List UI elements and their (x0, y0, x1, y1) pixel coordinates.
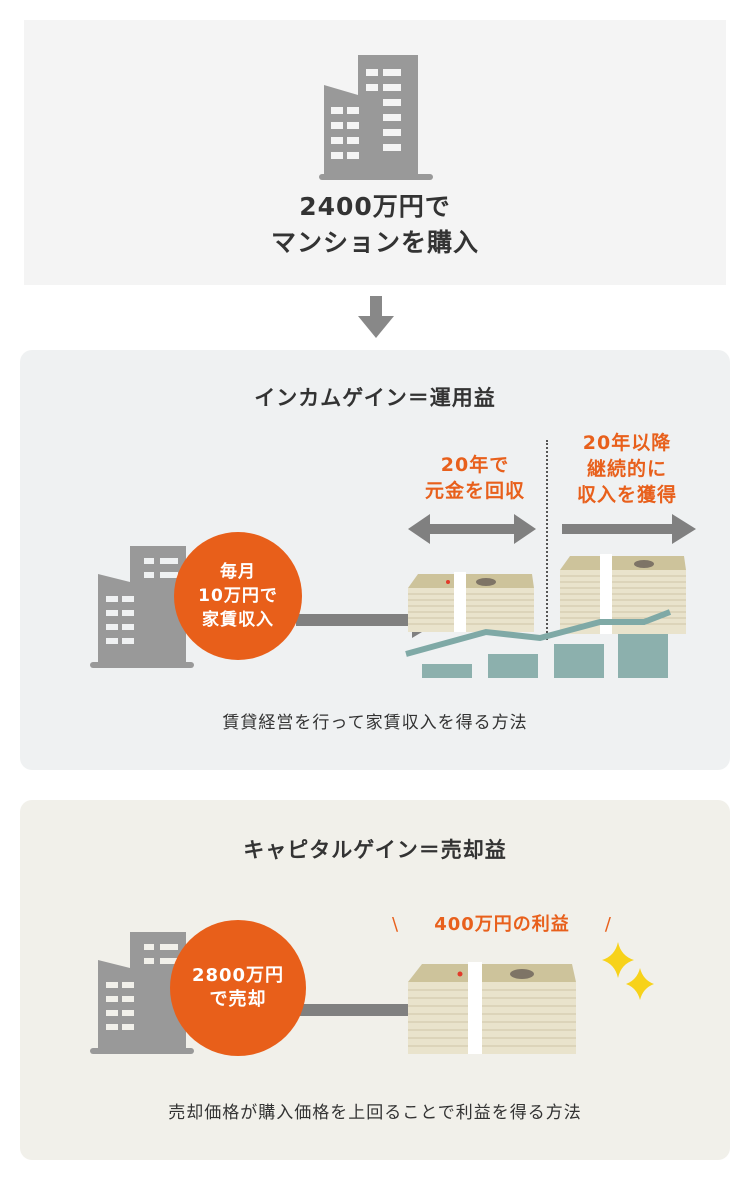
phase2-line2: 継続的に (586, 458, 667, 480)
income-growth-chart (405, 609, 672, 678)
phase2-line3: 収入を獲得 (576, 484, 677, 506)
trend-line (405, 609, 672, 657)
callout-mark-right: / (604, 914, 612, 935)
profit-callout: \ 400万円の利益 / (392, 912, 612, 938)
arrow-right-icon (562, 514, 696, 544)
building-icon (319, 55, 433, 180)
capital-gain-title: キャピタルゲイン＝売却益 (243, 838, 507, 862)
chart-bar (488, 654, 538, 678)
sale-price-badge: 2800万円 で売却 (170, 920, 306, 1056)
phase1-label: 20年で 元金を回収 (400, 452, 550, 504)
income-gain-description: 賃貸経営を行って家賃収入を得る方法 (222, 713, 528, 733)
badge-line2: 10万円で (198, 586, 278, 606)
income-gain-title: インカムゲイン＝運用益 (254, 386, 496, 410)
phase1-line1: 20年で (440, 454, 510, 476)
purchase-price: 2400万円で (299, 192, 451, 221)
badge-line1: 毎月 (219, 562, 256, 582)
arrow-down-icon (358, 296, 394, 338)
chart-bar (422, 664, 472, 678)
phase2-line1: 20年以降 (582, 432, 672, 454)
callout-mark-left: \ (392, 914, 400, 935)
chart-bar (618, 634, 668, 678)
double-arrow-icon (408, 514, 536, 544)
sparkle-icon (602, 942, 654, 1000)
chart-bar (554, 644, 604, 678)
banknote-stack-icon (408, 962, 576, 1054)
monthly-rent-badge: 毎月 10万円で 家賃収入 (174, 532, 302, 660)
phase2-label: 20年以降 継続的に 収入を獲得 (552, 430, 702, 508)
phase1-line2: 元金を回収 (424, 480, 525, 502)
badge-line2: で売却 (209, 989, 267, 1010)
badge-line3: 家賃収入 (201, 610, 274, 630)
profit-label: 400万円の利益 (434, 914, 570, 935)
capital-gain-description: 売却価格が購入価格を上回ることで利益を得る方法 (168, 1103, 582, 1123)
banknote-stack-icon (408, 572, 534, 632)
purchase-label: マンションを購入 (270, 228, 479, 257)
phase-divider (546, 440, 548, 640)
badge-line1: 2800万円 (191, 965, 285, 986)
